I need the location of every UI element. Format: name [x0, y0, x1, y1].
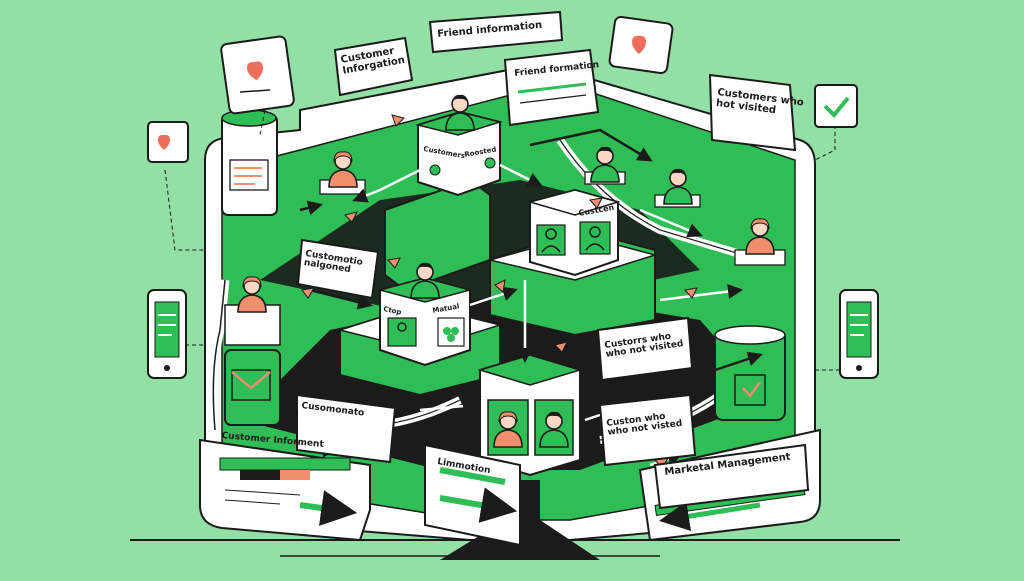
cube-mid	[527, 188, 621, 277]
cube-lower	[377, 262, 473, 367]
pedestal-left	[224, 276, 281, 346]
phone-left	[147, 289, 187, 379]
heart-card-topright	[608, 15, 674, 75]
clover-icon	[443, 327, 459, 342]
checkmark-icon	[742, 381, 762, 399]
cube-top	[415, 94, 503, 197]
callout-leaders	[164, 109, 840, 371]
tray-bottom-left	[199, 438, 371, 542]
phone-right	[839, 289, 879, 379]
person-icon	[545, 228, 557, 240]
envelope-box	[224, 349, 281, 426]
check-card-right	[814, 84, 858, 128]
left-cylinder-stack	[221, 109, 278, 216]
panel-details	[439, 82, 587, 523]
label-panels	[296, 10, 810, 547]
right-box	[714, 325, 786, 421]
heart-icon	[246, 61, 264, 81]
envelope-icon	[231, 371, 271, 390]
heart-card-left	[147, 121, 189, 163]
heart-card-topleft	[220, 35, 295, 115]
cube-bottom	[477, 353, 583, 477]
